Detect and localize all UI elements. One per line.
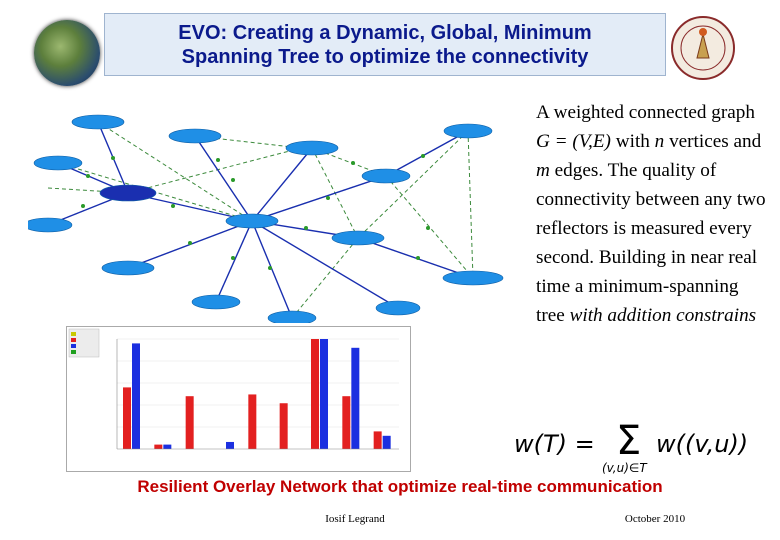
bar (311, 339, 319, 449)
graph-node (191, 294, 241, 310)
desc-italic-end: with addition constrains (569, 305, 757, 326)
graph-node (168, 128, 222, 144)
caltech-seal-icon (671, 16, 735, 80)
mst-formula: w(T) = Σ w((v,u)) (v,u)∈T (510, 418, 750, 481)
slide-subtitle: Resilient Overlay Network that optimize … (137, 477, 663, 496)
graph-node (331, 230, 385, 246)
graph-node (285, 140, 339, 156)
graph-node (71, 114, 125, 130)
desc-part-1: A weighted connected graph (536, 102, 755, 123)
author-footer: Iosif Legrand (325, 513, 385, 525)
sum-symbol: Σ (616, 418, 641, 464)
bar (342, 396, 351, 449)
desc-m: m (536, 160, 550, 181)
graph-node (361, 168, 411, 184)
bar (154, 444, 163, 449)
graph-node (99, 184, 157, 202)
graph-node (443, 123, 493, 139)
bar (279, 403, 288, 449)
bar (132, 343, 140, 449)
slide-title: EVO: Creating a Dynamic, Global, Minimum… (104, 21, 666, 69)
desc-graph-notation: G = (V,E) (536, 131, 611, 152)
desc-part-4: edges. The quality of connectivity betwe… (536, 160, 766, 326)
formula-rhs: w((v,u)) (656, 430, 748, 458)
desc-part-2: with (610, 131, 655, 152)
date-footer: October 2010 (624, 513, 686, 525)
bar (185, 396, 194, 449)
graph-node (225, 213, 279, 229)
desc-n: n (654, 131, 665, 152)
bar (382, 435, 391, 449)
formula-subscript: (v,u)∈T (602, 461, 648, 475)
bar (248, 394, 257, 449)
bar (163, 444, 172, 449)
desc-part-3: vertices and (664, 131, 762, 152)
graph-node (442, 270, 504, 286)
title-line-1: EVO: Creating a Dynamic, Global, Minimum (178, 22, 592, 44)
bar (123, 387, 131, 449)
network-graph (23, 108, 518, 328)
bar-chart (66, 326, 411, 472)
graph-node (267, 310, 317, 326)
title-line-2: Spanning Tree to optimize the connectivi… (181, 46, 589, 68)
bar (320, 339, 328, 449)
globe-icon (34, 20, 100, 86)
formula-lhs: w(T) = (514, 430, 595, 458)
title-banner (104, 13, 666, 76)
bar (373, 431, 382, 449)
graph-node (33, 155, 83, 171)
bar (351, 347, 360, 449)
bar (226, 441, 234, 449)
graph-node (23, 217, 73, 233)
graph-node (375, 300, 421, 316)
graph-node (101, 260, 155, 276)
description-text: A weighted connected graph G = (V,E) wit… (536, 98, 772, 330)
